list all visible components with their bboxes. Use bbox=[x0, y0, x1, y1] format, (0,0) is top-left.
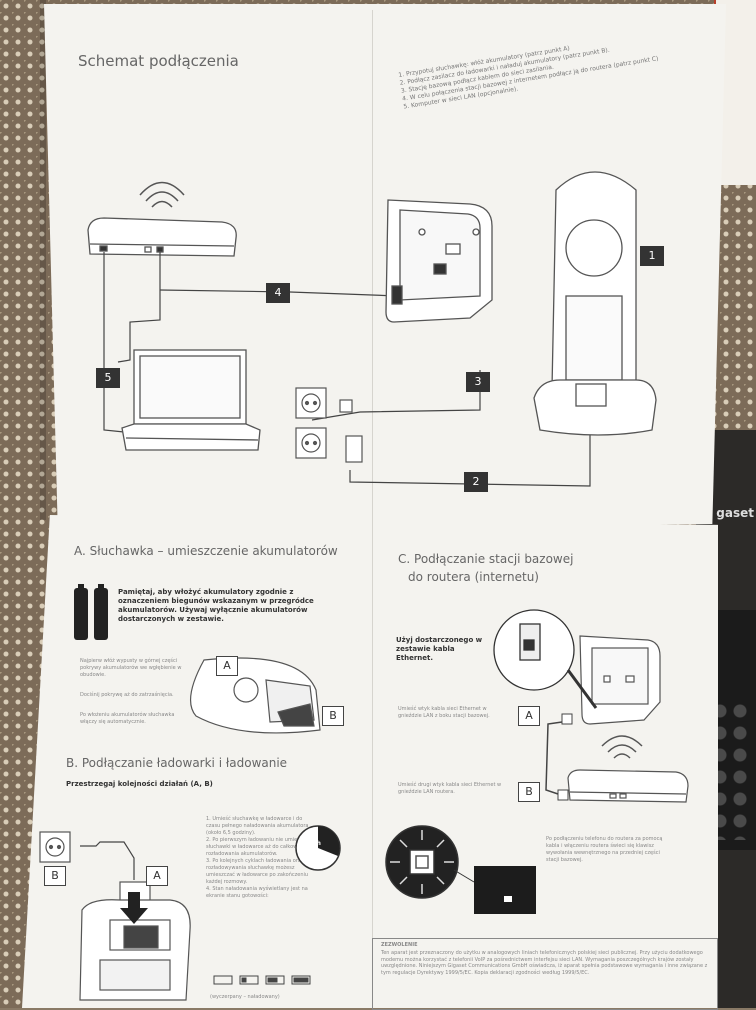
handset-battery-cover-icon bbox=[189, 657, 321, 734]
section-a-step-2: Dociśnij pokrywę aż do zatrzaśnięcia. bbox=[80, 692, 174, 698]
section-c-label-b: B bbox=[518, 782, 540, 802]
battery-level-icon bbox=[213, 975, 311, 985]
callout-2: 2 bbox=[464, 472, 488, 492]
power-socket-icon bbox=[295, 387, 327, 459]
section-c-title-line2: do routera (internetu) bbox=[408, 570, 539, 584]
section-a-note: Pamiętaj, aby włożyć akumulatory zgodnie… bbox=[118, 588, 314, 623]
callout-4: 4 bbox=[266, 283, 290, 303]
fold-line bbox=[372, 10, 373, 1000]
paper-shadow bbox=[40, 0, 46, 520]
section-c-step-b: Umieść drugi wtyk kabla sieci Ethernet w… bbox=[398, 782, 502, 795]
section-b-step-1: 1. Umieść słuchawkę w ładowarce i do cza… bbox=[206, 816, 309, 836]
approval-heading: ZEZWOLENIE bbox=[381, 942, 418, 948]
arrow-down-icon bbox=[120, 892, 148, 924]
wifi-icon bbox=[139, 181, 185, 208]
handset-icon bbox=[551, 171, 637, 389]
base-station-icon bbox=[579, 635, 661, 725]
approval-box: ZEZWOLENIE Ten aparat jest przeznaczony … bbox=[372, 938, 718, 1010]
background-brand-text: gaset bbox=[716, 506, 754, 520]
router-icon bbox=[567, 769, 689, 803]
section-a-label-a: A bbox=[216, 656, 238, 676]
power-adapter-icon bbox=[339, 399, 363, 463]
section-b-step-4: 4. Stan naładowania wyświetlany jest na … bbox=[206, 886, 308, 899]
section-a-step-3: Po włożeniu akumulatorów słuchawka włącz… bbox=[80, 712, 175, 725]
router-icon bbox=[87, 217, 237, 257]
callout-5: 5 bbox=[96, 368, 120, 388]
charger-icon bbox=[79, 881, 191, 1001]
section-b-title: B. Podłączanie ładowarki i ładowanie bbox=[66, 756, 288, 770]
section-c-label-a: A bbox=[518, 706, 540, 726]
approval-text: Ten aparat jest przeznaczony do użytku w… bbox=[381, 950, 708, 976]
section-a-title: A. Słuchawka – umieszczenie akumulatorów bbox=[74, 544, 338, 558]
battery-legend: (wyczerpany – naładowany) bbox=[210, 994, 280, 1000]
section-c-step-a: Umieść wtyk kabla sieci Ethernet w gnieź… bbox=[398, 706, 490, 719]
power-socket-icon bbox=[39, 831, 71, 863]
section-b-label-a: A bbox=[146, 866, 168, 886]
base-front-panel-icon bbox=[474, 866, 536, 914]
section-a-label-b: B bbox=[322, 706, 344, 726]
section-a-step-1: Najpierw włóż wypusty w górnej części po… bbox=[80, 658, 182, 678]
key-light-icon bbox=[385, 825, 475, 899]
section-b-label-b: B bbox=[44, 866, 66, 886]
section-c-note: Użyj dostarczonego w zestawie kabla Ethe… bbox=[396, 636, 483, 662]
section-c-after: Po podłączeniu telefonu do routera za po… bbox=[546, 836, 663, 863]
clock-icon bbox=[295, 825, 341, 871]
charger-icon bbox=[533, 379, 657, 436]
ethernet-port-icon bbox=[545, 713, 573, 801]
connection-diagram-title: Schemat podłączenia bbox=[78, 52, 239, 70]
callout-3: 3 bbox=[466, 372, 490, 392]
wifi-icon bbox=[601, 735, 643, 759]
battery-icon bbox=[74, 584, 108, 640]
section-b-step-2: 2. Po pierwszym ładowaniu nie umieszczaj… bbox=[206, 837, 313, 857]
callout-1: 1 bbox=[640, 246, 664, 266]
section-b-steps: 1. Umieść słuchawkę w ładowarce i do cza… bbox=[206, 816, 316, 900]
section-b-subtitle: Przestrzegaj kolejności działań (A, B) bbox=[66, 780, 213, 788]
connection-diagram bbox=[87, 171, 657, 487]
base-station-icon bbox=[385, 199, 493, 323]
laptop-icon bbox=[121, 349, 261, 451]
zoom-circle-icon bbox=[493, 609, 598, 709]
section-b-step-3: 3. Po kolejnych cyklach ładowania oraz r… bbox=[206, 858, 309, 885]
charge-time: 6,5h bbox=[306, 840, 321, 847]
section-c-title-line1: C. Podłączanie stacji bazowej bbox=[398, 552, 574, 566]
